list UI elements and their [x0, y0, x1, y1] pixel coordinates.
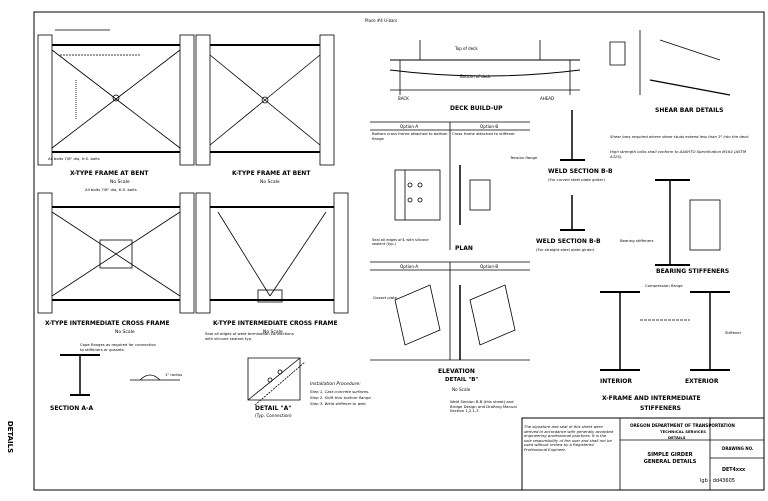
- scale-x-frame-bent: No Scale: [110, 180, 130, 185]
- label-gusset: Gusset plate: [373, 295, 397, 300]
- sub-weld-bb-1: (For curved steel plate girder): [548, 177, 605, 182]
- title-block-frame: [521, 417, 765, 491]
- note-shear-2: High strength bolts shall conform to AAS…: [610, 149, 747, 159]
- k-intermediate-drawing: [195, 192, 349, 314]
- x-frame-bent-drawing: [37, 29, 195, 166]
- title-block-division: DETAILS: [668, 435, 686, 440]
- option-a-note: Bottom cross frame attached to bottom fl…: [372, 131, 448, 141]
- note-bolts-x-int: All bolts 7/8" dia, H.S. bolts: [85, 187, 137, 192]
- procedure-step-3: Step 3. Weld stiffener to web.: [310, 401, 367, 406]
- label-bearing-stiffener: Bearing stiffeners: [620, 238, 654, 243]
- scale-k-frame-bent: No Scale: [260, 180, 280, 185]
- option-a-header-2: Option-A: [400, 264, 419, 269]
- side-label-text: DETAILS: [6, 420, 15, 454]
- xframe-stiffeners-drawing: [600, 291, 730, 371]
- scale-elevation: No Scale: [452, 387, 471, 392]
- label-tension-flange: Tension flange: [510, 155, 538, 160]
- procedure-title: Installation Procedure:: [310, 382, 361, 387]
- title-block-title-1: SIMPLE GIRDER: [647, 452, 693, 458]
- sheet-border: [33, 11, 765, 491]
- k-frame-bent-drawing: [195, 34, 335, 166]
- title-block-disclaimer: The signature and seal of this sheet wer…: [524, 424, 614, 452]
- note-weld: Weld Section B-B (this sheet) and Bridge…: [450, 399, 517, 413]
- title-k-intermediate: K-TYPE INTERMEDIATE CROSS FRAME: [213, 320, 338, 327]
- title-bearing-stiff: BEARING STIFFENERS: [656, 268, 730, 275]
- title-weld-bb-1: WELD SECTION B-B: [548, 168, 613, 175]
- bearing-stiffeners-drawing: [655, 179, 721, 266]
- deck-label-bottom: Bottom of deck: [460, 74, 491, 79]
- note-radius: 1" radius: [165, 372, 183, 377]
- scale-x-intermediate: No Scale: [115, 330, 135, 335]
- option-a-header: Option-A: [400, 124, 419, 129]
- weld-sections-drawing: [560, 110, 585, 231]
- title-block-department: OREGON DEPARTMENT OF TRANSPORTATION: [630, 423, 735, 428]
- title-x-frame-bent: X-TYPE FRAME AT BENT: [70, 170, 149, 177]
- title-block-title: SIMPLE GIRDER GENERAL DETAILS: [636, 452, 704, 465]
- note-shear-1: Shear bars required where shear studs ex…: [610, 134, 750, 139]
- note-cope: Cope flanges as required for connection …: [80, 342, 156, 352]
- title-xframe-stiff: X-FRAME AND INTERMEDIATE: [602, 395, 701, 402]
- x-intermediate-drawing: [37, 192, 195, 314]
- title-interior: INTERIOR: [600, 378, 633, 385]
- section-aa-drawing: [60, 354, 180, 396]
- note-seal-plan: Seal all edges of ℄ with silicone sealan…: [372, 238, 429, 247]
- procedure-step-2: Step 2. Shift thru bottom flange.: [310, 395, 372, 400]
- options-table-grid: [370, 121, 530, 360]
- deck-label-top: Top of deck: [455, 46, 478, 51]
- note-bolts-x-bent: All bolts 7/8" dia, H.S. bolts: [48, 156, 100, 161]
- title-exterior: EXTERIOR: [685, 378, 719, 385]
- title-detail-a: DETAIL "A": [255, 405, 292, 412]
- title-block-subdept: TECHNICAL SERVICES: [660, 429, 706, 434]
- title-block-drawing-no: DET4xxx: [722, 468, 746, 473]
- title-block-title-2: GENERAL DETAILS: [643, 458, 697, 465]
- option-b-header: Option-B: [480, 124, 499, 129]
- note-seal-k: Seal all edges of weld termination conne…: [205, 331, 294, 341]
- title-plan: PLAN: [455, 245, 473, 252]
- deck-label-back: BACK: [398, 96, 409, 101]
- deck-label-ahead: AHEAD: [540, 96, 555, 101]
- deck-buildup-drawing: [389, 40, 581, 95]
- shear-bar-drawing: [609, 30, 731, 96]
- title-xframe-stiff-2: STIFFENERS: [640, 405, 682, 412]
- detail-a-drawing: [247, 357, 306, 406]
- option-b-header-2: Option-B: [480, 264, 499, 269]
- sub-weld-bb-2: (For straight steel plate girder): [536, 247, 595, 252]
- sub-detail-a: (Typ. Connection): [255, 413, 292, 418]
- plan-drawing: [394, 165, 491, 225]
- label-compression-flange: Compression flange: [645, 283, 683, 288]
- scale-k-intermediate: No Scale: [263, 330, 283, 335]
- title-k-frame-bent: K-TYPE FRAME AT BENT: [232, 170, 311, 177]
- title-shear-bar: SHEAR BAR DETAILS: [655, 107, 724, 114]
- deck-label-ubars: Place #4 U-bars: [365, 18, 398, 23]
- title-elevation: ELEVATION: [438, 368, 475, 375]
- procedure-step-1: Step 1. Cast concrete surfaces.: [310, 389, 370, 394]
- title-block-drawing-label: DRAWING NO.: [722, 446, 754, 451]
- footer-code: lgb - dd43605: [700, 478, 735, 484]
- sub-elevation: DETAIL "B": [445, 377, 479, 383]
- title-x-intermediate: X-TYPE INTERMEDIATE CROSS FRAME: [45, 320, 170, 327]
- label-stiffener: Stiffener: [725, 330, 742, 335]
- title-section-aa: SECTION A-A: [50, 405, 94, 412]
- title-weld-bb-2: WELD SECTION B-B: [536, 238, 601, 245]
- option-b-note: Cross frame attached to stiffener: [452, 131, 515, 136]
- elevation-b-drawing: [370, 284, 530, 361]
- side-label: DETAILS: [6, 405, 32, 475]
- title-deck-buildup: DECK BUILD-UP: [450, 105, 503, 112]
